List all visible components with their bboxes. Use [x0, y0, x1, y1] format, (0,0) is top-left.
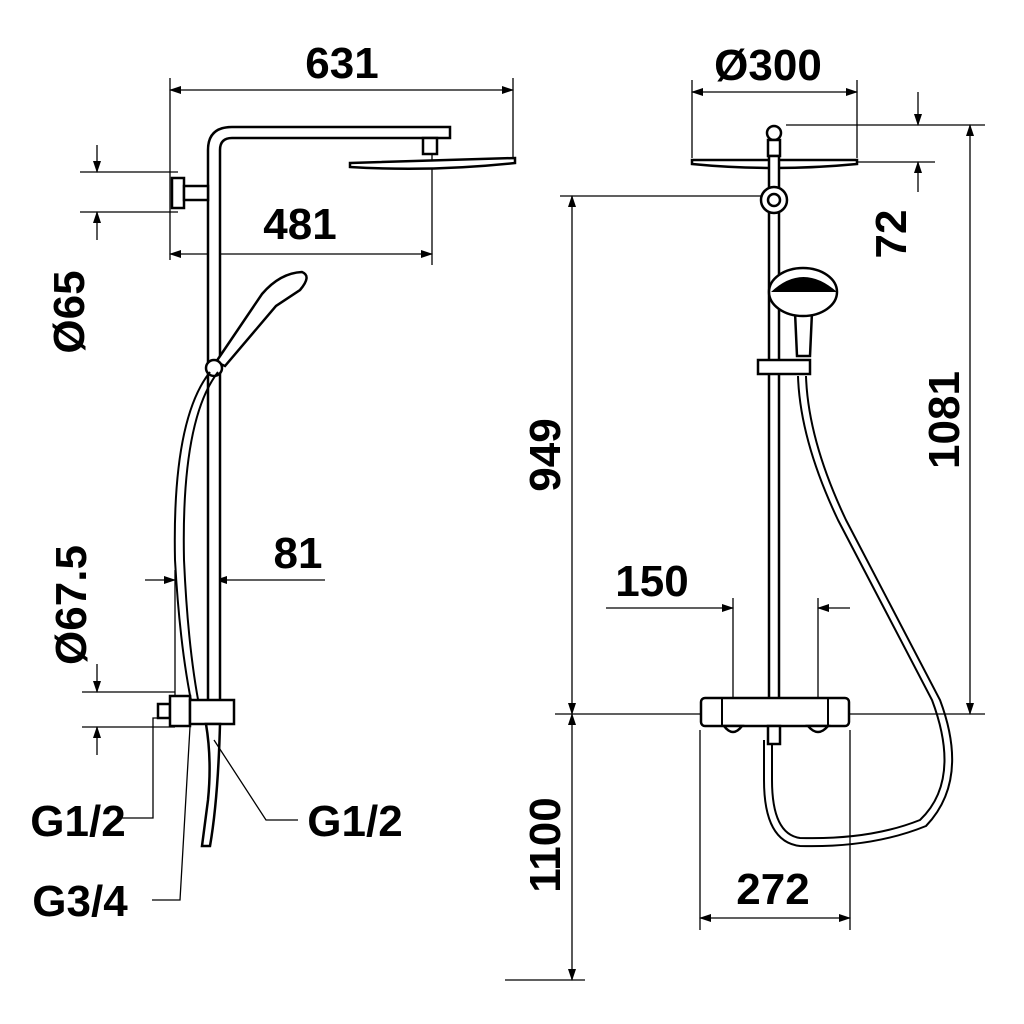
label-dia-67-5: Ø67.5	[47, 545, 96, 665]
label-dia-65: Ø65	[45, 270, 94, 353]
rail-top-cap	[765, 124, 783, 142]
wall-bracket-arm	[182, 184, 210, 202]
leader-g12-inlet	[118, 717, 160, 819]
label-72: 72	[867, 210, 916, 259]
head-joint	[421, 136, 439, 156]
label-1081: 1081	[920, 371, 969, 469]
label-1100: 1100	[521, 797, 570, 892]
shower-hose-front	[771, 375, 946, 840]
shower-rail	[206, 125, 452, 707]
mixer-foot-left	[721, 724, 745, 734]
label-949: 949	[521, 418, 570, 491]
overhead-shower-head	[348, 156, 517, 171]
mixer-outlet	[766, 724, 782, 746]
shower-hose-outline	[182, 371, 219, 711]
hand-shower-face	[771, 277, 837, 292]
label-272: 272	[736, 865, 809, 914]
side-view: 631 481 81 Ø65 Ø67.5 G1/2 G3/4 G1/2	[30, 39, 517, 926]
mixer-inlet	[156, 702, 172, 720]
wall-bracket-plate	[170, 176, 186, 210]
slider-front	[756, 358, 812, 376]
hose-outlet	[200, 722, 222, 848]
mixer-body-side	[188, 698, 236, 726]
mixer-foot-right	[805, 724, 831, 734]
label-81: 81	[274, 529, 323, 578]
hand-shower-handle	[793, 310, 814, 358]
leader-g34	[152, 726, 191, 901]
label-g12-inlet: G1/2	[30, 797, 125, 846]
label-631: 631	[305, 39, 378, 88]
shower-hose	[173, 371, 211, 711]
shower-hose-front-outline	[763, 375, 954, 848]
shower-rail-front	[767, 154, 781, 704]
label-dia-300: Ø300	[714, 41, 822, 90]
label-150: 150	[615, 557, 688, 606]
head-joint-front	[766, 138, 782, 158]
label-481: 481	[263, 200, 336, 249]
leader-g12-outlet	[213, 739, 298, 821]
mixer-connector	[168, 694, 192, 728]
thermostatic-mixer	[699, 696, 851, 728]
label-g12-outlet: G1/2	[307, 797, 402, 846]
front-view: Ø300 72 1081 949 1100 150 272	[505, 41, 985, 981]
label-g34: G3/4	[32, 877, 128, 926]
wall-bracket-bore	[766, 192, 782, 208]
hand-shower	[214, 270, 308, 368]
